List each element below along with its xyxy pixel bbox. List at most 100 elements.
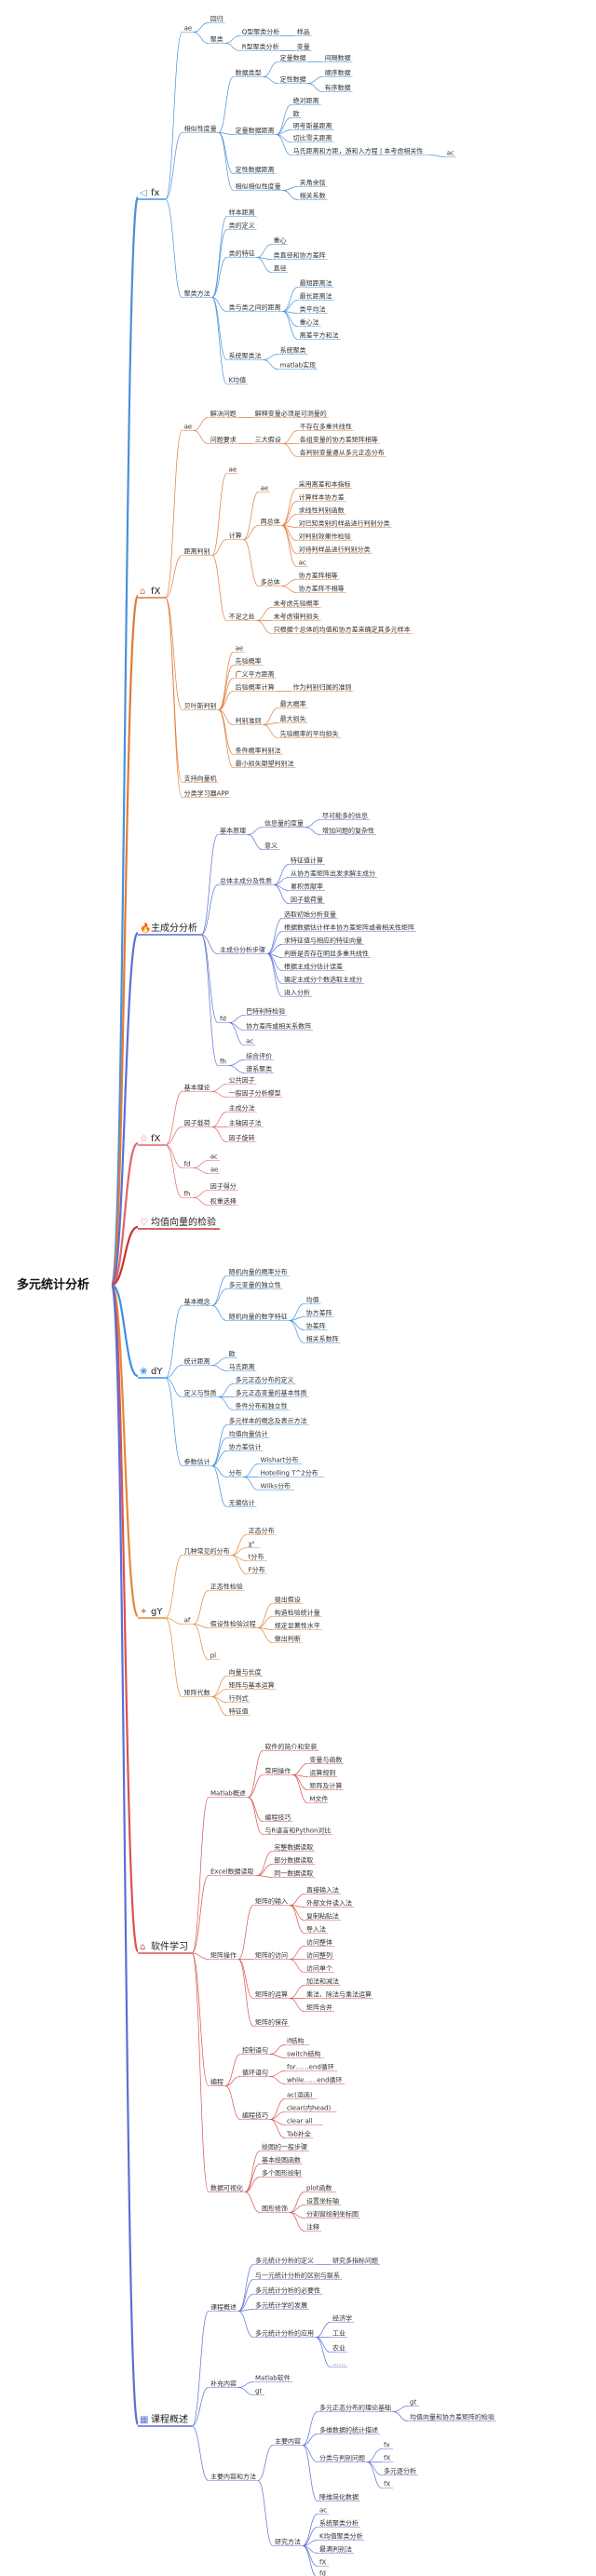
topic-node[interactable]: 三大假设 bbox=[252, 436, 283, 444]
topic-node[interactable]: 对已知类别的样品进行判别分类 bbox=[296, 519, 392, 528]
topic-node[interactable]: 欧 bbox=[291, 110, 302, 118]
topic-node[interactable]: 类直径和协方差阵 bbox=[271, 251, 328, 260]
topic-node[interactable]: 均值向量估计 bbox=[226, 1430, 270, 1438]
topic-node[interactable]: 直径 bbox=[271, 264, 289, 273]
topic-node[interactable]: 课程概述 bbox=[209, 2303, 238, 2312]
topic-node[interactable]: Tab补全 bbox=[285, 2130, 314, 2138]
topic-node[interactable]: 求特征值与相应的特征向量 bbox=[282, 937, 364, 945]
main-branch[interactable]: ♡均值向量的检验 bbox=[138, 1216, 220, 1230]
topic-node[interactable]: 协方差阵不相等 bbox=[296, 585, 346, 593]
topic-node[interactable]: 基本理论 bbox=[182, 1084, 212, 1092]
topic-node[interactable]: 总体主成分及性质 bbox=[218, 877, 274, 885]
topic-node[interactable]: 多总体 bbox=[258, 578, 282, 587]
topic-node[interactable]: 分割窗绘制坐标图 bbox=[305, 2210, 360, 2219]
topic-node[interactable]: 计算样本协方差 bbox=[296, 493, 346, 502]
topic-node[interactable]: 完整数据读取 bbox=[272, 1843, 316, 1852]
topic-node[interactable]: 回归 bbox=[208, 15, 225, 23]
topic-node[interactable]: 信息量的度量 bbox=[263, 819, 305, 828]
topic-node[interactable]: 统计距离 bbox=[182, 1357, 212, 1366]
topic-node[interactable]: gt bbox=[253, 2388, 265, 2395]
topic-node[interactable]: 软件的简介和安装 bbox=[263, 1743, 319, 1751]
topic-node[interactable]: ac bbox=[444, 150, 456, 157]
topic-node[interactable]: matlab实现 bbox=[278, 361, 318, 370]
topic-node[interactable]: 系统聚类 bbox=[278, 346, 308, 355]
topic-node[interactable]: 多元统计分析的必要性 bbox=[253, 2286, 322, 2295]
topic-node[interactable]: 正态分布 bbox=[246, 1527, 277, 1535]
topic-node[interactable]: 行列式 bbox=[226, 1694, 251, 1703]
topic-node[interactable]: 多维数据的统计描述 bbox=[318, 2426, 380, 2434]
main-branch[interactable]: ▦课程概述 bbox=[138, 2413, 192, 2427]
topic-node[interactable]: fd bbox=[318, 2570, 329, 2576]
topic-node[interactable]: …… bbox=[331, 2360, 347, 2367]
topic-node[interactable]: 不足之处 bbox=[226, 613, 257, 621]
topic-node[interactable]: 矩阵的访问 bbox=[253, 1951, 290, 1960]
main-branch[interactable]: ⌂fX bbox=[138, 587, 166, 599]
topic-node[interactable]: 主要内容 bbox=[273, 2437, 303, 2446]
topic-node[interactable]: 聚类方法 bbox=[182, 290, 212, 298]
topic-node[interactable]: 因子载荷 bbox=[182, 1119, 212, 1127]
topic-node[interactable]: 离差平方和法 bbox=[297, 331, 341, 340]
topic-node[interactable]: 切比雪夫距离 bbox=[291, 134, 334, 142]
topic-node[interactable]: 解释变量必须是可测量的 bbox=[252, 410, 329, 418]
topic-node[interactable]: 相关系数阵 bbox=[304, 1335, 341, 1343]
topic-node[interactable]: 多元正态变量的基本性质 bbox=[233, 1389, 309, 1397]
topic-node[interactable]: fd bbox=[182, 1161, 194, 1168]
topic-node[interactable]: 做出判断 bbox=[272, 1635, 303, 1643]
topic-node[interactable]: 向量与长度 bbox=[226, 1668, 264, 1677]
topic-node[interactable]: 绘图的一般步骤 bbox=[260, 2143, 309, 2151]
topic-node[interactable]: 条件分布和独立性 bbox=[233, 1402, 290, 1410]
topic-node[interactable]: 同一数据读取 bbox=[272, 1869, 316, 1878]
topic-node[interactable]: 矩阵合并 bbox=[305, 2003, 334, 2012]
topic-node[interactable]: 多元正态分布的理论基础 bbox=[318, 2404, 393, 2412]
topic-node[interactable]: 确定主成分个数选取主成分 bbox=[282, 976, 364, 984]
topic-node[interactable]: 各组变量的协方差矩阵相等 bbox=[297, 436, 380, 444]
topic-node[interactable]: 常用操作 bbox=[263, 1767, 293, 1775]
main-branch[interactable]: ☆fX bbox=[138, 1134, 166, 1146]
topic-node[interactable]: 基本绘图函数 bbox=[260, 2156, 303, 2165]
topic-node[interactable]: 基本原理 bbox=[218, 827, 248, 835]
topic-node[interactable]: 计算 bbox=[226, 532, 244, 540]
topic-node[interactable]: 分类学习器APP bbox=[182, 789, 230, 798]
topic-node[interactable]: 图形修饰 bbox=[260, 2205, 290, 2213]
topic-node[interactable]: 系统聚类分析 bbox=[318, 2519, 360, 2528]
topic-node[interactable]: 贝叶斯判别 bbox=[182, 702, 219, 710]
topic-node[interactable]: 重心 bbox=[271, 237, 289, 245]
topic-node[interactable]: 作为判别归属的准则 bbox=[291, 683, 354, 692]
topic-node[interactable]: F分布 bbox=[246, 1566, 267, 1574]
topic-node[interactable]: 判别准则 bbox=[233, 717, 264, 725]
topic-node[interactable]: 与一元统计分析的区别与联系 bbox=[253, 2272, 342, 2280]
topic-node[interactable]: 最大概率 bbox=[278, 700, 308, 708]
topic-node[interactable]: 数据可视化 bbox=[209, 2184, 245, 2192]
topic-node[interactable]: 定性数据距离 bbox=[233, 166, 277, 174]
topic-node[interactable]: 未考虑先验概率 bbox=[271, 600, 321, 608]
topic-node[interactable]: 未考虑错判损失 bbox=[271, 613, 321, 621]
topic-node[interactable]: 研究方法 bbox=[273, 2538, 303, 2546]
topic-node[interactable]: 解决问题 bbox=[208, 410, 238, 418]
topic-node[interactable]: 参数估计 bbox=[182, 1458, 212, 1466]
topic-node[interactable]: 协差阵 bbox=[304, 1322, 328, 1330]
topic-node[interactable]: 矩阵操作 bbox=[209, 1951, 238, 1960]
topic-node[interactable]: 经济学 bbox=[331, 2314, 354, 2323]
topic-node[interactable]: fx bbox=[382, 2442, 394, 2449]
topic-node[interactable]: 协方差估计 bbox=[226, 1443, 264, 1451]
topic-node[interactable]: 权重选择 bbox=[208, 1197, 238, 1206]
topic-node[interactable]: 相似相似性度量 bbox=[233, 182, 283, 191]
topic-node[interactable]: 样本距离 bbox=[226, 209, 257, 217]
topic-node[interactable]: 支持向量机 bbox=[182, 775, 219, 783]
topic-node[interactable]: 复制粘贴法 bbox=[305, 1912, 341, 1921]
topic-node[interactable]: 工业 bbox=[331, 2329, 347, 2338]
topic-node[interactable]: 主成分法 bbox=[226, 1104, 257, 1113]
topic-node[interactable]: ae bbox=[233, 645, 245, 653]
topic-node[interactable]: 访问单个 bbox=[305, 1964, 334, 1973]
topic-node[interactable]: 编程技巧 bbox=[263, 1814, 293, 1822]
topic-node[interactable]: 巴特利特检验 bbox=[244, 1007, 288, 1016]
topic-node[interactable]: 均值 bbox=[304, 1296, 321, 1304]
topic-node[interactable]: 矩阵及计算 bbox=[307, 1782, 345, 1790]
topic-node[interactable]: χ² bbox=[246, 1541, 261, 1548]
topic-node[interactable]: 聚类 bbox=[208, 35, 225, 44]
topic-node[interactable]: 判断是否存在明显多重共线性 bbox=[282, 950, 371, 958]
topic-node[interactable]: gt bbox=[408, 2399, 420, 2407]
topic-node[interactable]: 编程 bbox=[209, 2078, 225, 2086]
topic-node[interactable]: 定量数据距离 bbox=[233, 127, 277, 135]
topic-node[interactable]: 增加问题的复杂性 bbox=[320, 827, 376, 835]
